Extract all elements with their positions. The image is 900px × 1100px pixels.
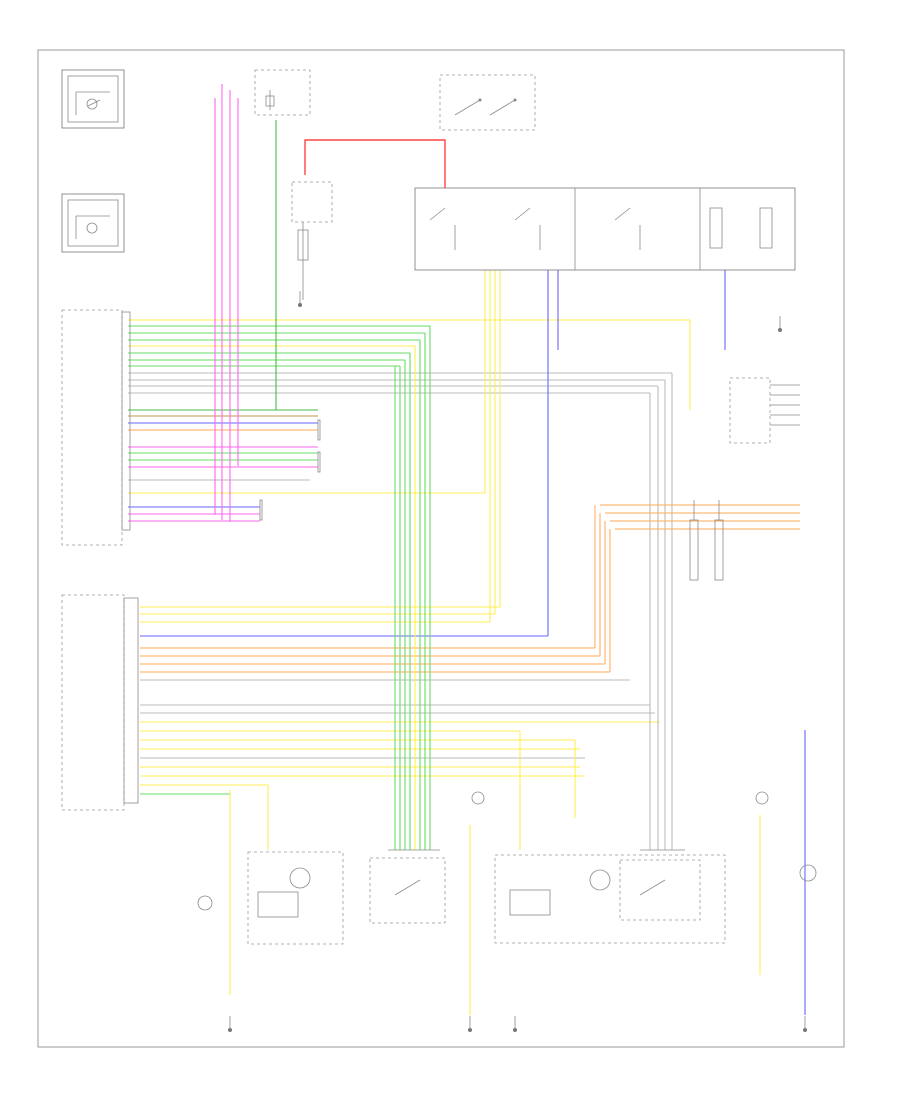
right-headlight-actuator: [494, 854, 817, 944]
ground-symbol: [803, 1016, 807, 1032]
ground-symbol: [228, 1016, 232, 1032]
junction-boxes-middle: [259, 419, 321, 521]
headlight-switch: [439, 74, 536, 131]
ground-symbol: [778, 316, 782, 332]
ground-symbols: [228, 291, 807, 1032]
right-connector-tabs: [729, 377, 800, 444]
red-power-wire: [304, 139, 446, 188]
relay-box: [414, 187, 796, 271]
wires-layer: [128, 84, 806, 1015]
fuse-relay-left: [291, 181, 333, 300]
headlight-range-control-module: [61, 309, 131, 546]
left-headlight-actuator: [197, 851, 446, 945]
ground-symbol: [513, 1016, 517, 1032]
ground-symbol: [468, 1016, 472, 1032]
orange-connector-blocks: [594, 500, 800, 672]
fuse-block-top: [254, 69, 311, 116]
left-front-level-sensor: [61, 193, 125, 253]
lower-control-module: [61, 594, 139, 811]
left-rear-level-sensor: [61, 69, 125, 129]
ground-symbol: [298, 291, 302, 307]
bulbs: [471, 791, 769, 805]
